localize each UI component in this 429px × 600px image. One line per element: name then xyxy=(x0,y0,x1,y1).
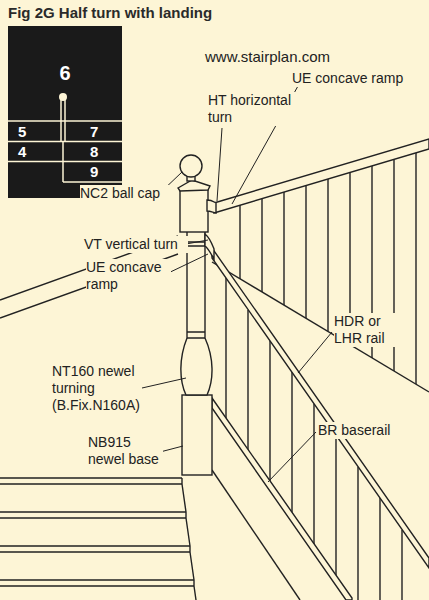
plan-step-cell: 5 xyxy=(8,122,61,141)
plan-well-line xyxy=(62,141,64,182)
step-number: 5 xyxy=(18,122,61,141)
plan-step-cell: 4 xyxy=(8,142,61,161)
lower-handrail xyxy=(212,248,429,568)
part-label: UE concave ramp xyxy=(86,259,171,293)
baluster xyxy=(225,278,226,423)
part-label: VT vertical turn xyxy=(84,236,188,253)
plan-well-line xyxy=(60,98,62,141)
part-label: NT160 newel turning (B.Fix.N160A) xyxy=(52,363,140,414)
plan-inset xyxy=(8,26,122,198)
step-number: 7 xyxy=(90,122,122,141)
baluster xyxy=(313,404,314,549)
watermark: www.stairplan.com xyxy=(205,48,415,65)
step-number: 8 xyxy=(90,142,122,161)
baluster xyxy=(327,179,328,331)
leader-line xyxy=(142,378,186,388)
landing-edge xyxy=(212,262,429,392)
part-label: NB915 newel base xyxy=(88,434,163,468)
plan-step-cell: 7 xyxy=(66,122,122,141)
stair-risers xyxy=(182,484,196,600)
plan-step-cell: 9 xyxy=(66,162,122,181)
baluster xyxy=(305,186,306,318)
baluster xyxy=(247,310,248,455)
plan-well-line xyxy=(64,98,66,141)
baluster xyxy=(335,435,336,580)
plan-newel-dot xyxy=(59,93,67,101)
plan-step-cell: 6 xyxy=(8,26,122,120)
upper-handrail xyxy=(214,139,429,213)
plan-step-cell: 8 xyxy=(66,142,122,161)
baluster xyxy=(283,192,284,305)
part-label: BR baserail xyxy=(318,422,423,439)
leader-line xyxy=(160,446,183,452)
step-number: 4 xyxy=(18,142,61,161)
closed-string xyxy=(212,470,300,600)
baluster xyxy=(269,341,270,486)
part-label: HT horizontal turn xyxy=(208,92,303,126)
step-number: 6 xyxy=(8,26,122,120)
stair-treads xyxy=(0,478,194,586)
leader-line xyxy=(268,432,316,482)
part-label: HDR or LHR rail xyxy=(334,313,399,347)
plan-step-line xyxy=(8,161,122,163)
newel-base xyxy=(182,395,212,475)
step-number: 9 xyxy=(90,162,122,181)
leader-line xyxy=(217,128,222,201)
figure-title: Fig 2G Half turn with landing xyxy=(8,4,212,22)
ball-cap xyxy=(180,155,202,177)
baluster xyxy=(239,205,240,279)
leader-line xyxy=(186,240,208,244)
plan-step-line xyxy=(63,181,122,183)
baluster xyxy=(261,199,262,292)
newel-top-block xyxy=(180,188,208,232)
baluster xyxy=(401,530,402,600)
upper-concave-ramp xyxy=(207,200,216,213)
baluster xyxy=(415,153,416,384)
part-label: UE concave ramp xyxy=(292,70,427,87)
part-label: NC2 ball cap xyxy=(80,185,175,202)
baluster xyxy=(291,372,292,517)
leader-line xyxy=(298,332,332,373)
baluster xyxy=(357,467,358,600)
baluster xyxy=(379,498,380,600)
